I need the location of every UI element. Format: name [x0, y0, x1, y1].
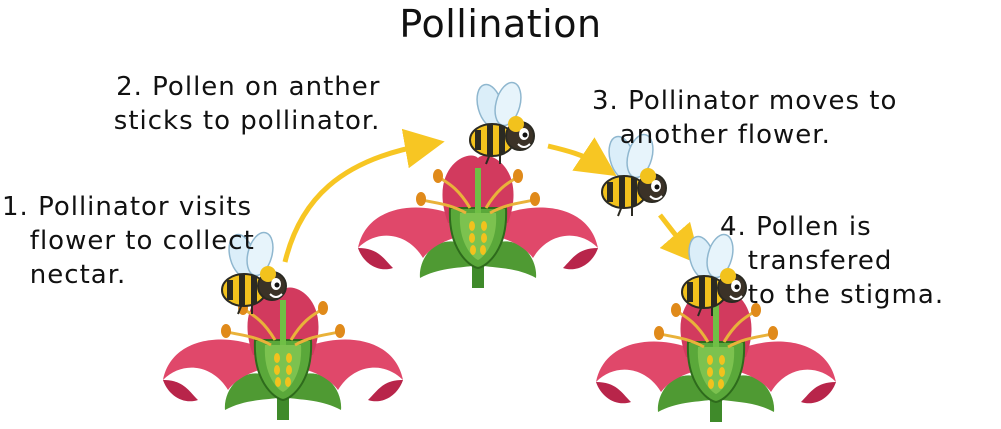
step-3-label: 3. Pollinator moves to another flower. [592, 86, 898, 150]
step-4-label: 4. Pollen is transfered to the stigma. [720, 212, 945, 310]
bee-2 [470, 80, 534, 164]
step-1-label: 1. Pollinator visits flower to collect n… [2, 192, 255, 290]
diagram-title: Pollination [399, 2, 602, 46]
arrow-3-to-4 [658, 213, 702, 266]
arrow-2-to-3 [547, 137, 617, 177]
step-2-label: 2. Pollen on anther sticks to pollinator… [113, 72, 381, 136]
flower-2 [356, 154, 600, 290]
flower-1 [161, 286, 405, 422]
arrow-1-to-2 [282, 128, 445, 263]
